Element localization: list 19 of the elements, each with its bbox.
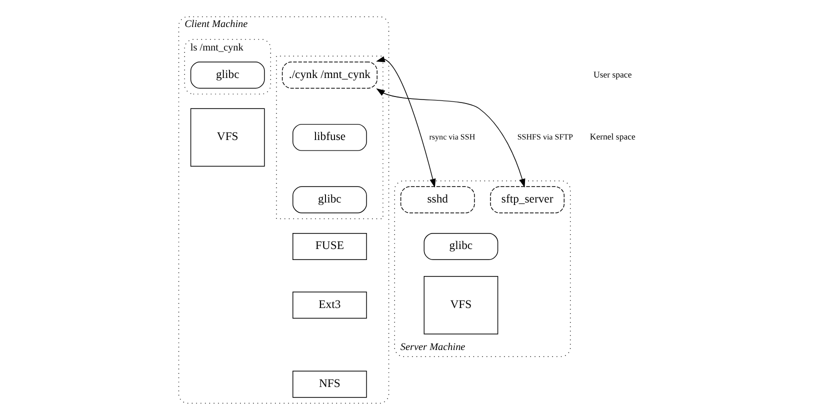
- node-box: libfuse: [292, 124, 367, 151]
- arrow: [376, 88, 526, 188]
- node-box: FUSE: [292, 232, 367, 260]
- arrow: [376, 56, 436, 188]
- edge-label: SSHFS via SFTP: [517, 132, 574, 142]
- node-box: VFS: [190, 108, 265, 167]
- node-box: sshd: [400, 186, 475, 214]
- cluster: [276, 56, 384, 220]
- node-box: glibc: [424, 232, 498, 260]
- node-box: sftp_server: [490, 186, 565, 214]
- label: User space: [594, 69, 632, 80]
- node-box: glibc: [292, 186, 367, 214]
- node-box: ./cynk /mnt_cynk: [282, 62, 378, 89]
- node-box: Ext3: [292, 292, 367, 319]
- node-box: VFS: [424, 276, 498, 334]
- label: Kernel space: [590, 132, 636, 142]
- node-box: NFS: [292, 370, 367, 398]
- edge-label: rsync via SSH: [429, 132, 476, 142]
- node-box: glibc: [190, 62, 265, 89]
